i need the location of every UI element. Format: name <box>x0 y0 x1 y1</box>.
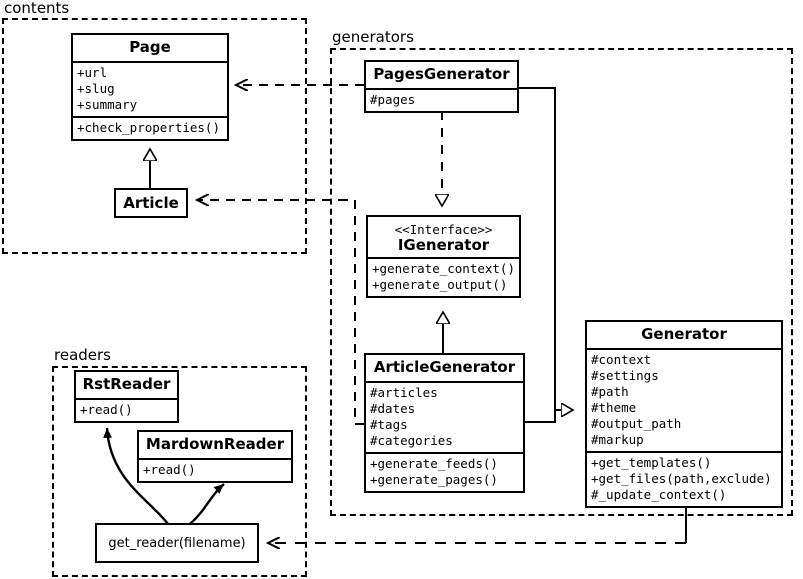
class-title-generator: Generator <box>641 325 727 343</box>
class-methods-article-generator: +generate_feeds() +generate_pages() <box>366 452 523 491</box>
attribute-row: #categories <box>370 433 453 448</box>
method-row: +generate_output() <box>372 277 508 292</box>
method-row: #_update_context() <box>591 487 727 502</box>
class-box-get-reader[interactable]: get_reader(filename) <box>95 523 259 563</box>
class-box-article[interactable]: Article <box>114 188 188 218</box>
class-stereotype-igenerator: <<Interface>> <box>394 222 493 237</box>
class-methods-mardown-reader: +read() <box>139 458 291 481</box>
class-methods-igenerator: +generate_context() +generate_output() <box>368 257 519 296</box>
class-title-mardown-reader: MardownReader <box>145 435 285 453</box>
class-attributes-article-generator: #articles #dates #tags #categories <box>366 381 523 452</box>
class-title-article: Article <box>123 194 179 212</box>
package-contents-label: contents <box>2 0 72 17</box>
class-title-article-generator: ArticleGenerator <box>373 358 516 376</box>
class-box-igenerator[interactable]: <<Interface>> IGenerator +generate_conte… <box>366 215 521 298</box>
package-generators-label: generators <box>330 28 416 46</box>
package-contents <box>2 18 307 254</box>
class-methods-generator: +get_templates() +get_files(path,exclude… <box>587 451 781 506</box>
method-row: +get_files(path,exclude) <box>591 471 772 486</box>
method-row: +get_templates() <box>591 455 712 470</box>
class-name-igenerator: IGenerator <box>397 236 490 254</box>
class-box-pages-generator[interactable]: PagesGenerator #pages <box>364 60 519 113</box>
method-row: +generate_feeds() <box>370 456 498 471</box>
class-title-pages-generator: PagesGenerator <box>373 65 510 83</box>
method-row: +read() <box>143 462 196 477</box>
attribute-row: #pages <box>370 92 416 107</box>
attribute-row: +url <box>77 65 108 80</box>
class-attributes-pages-generator: #pages <box>366 88 517 111</box>
class-attributes-page: +url +slug +summary <box>73 61 227 116</box>
class-box-page[interactable]: Page +url +slug +summary +check_properti… <box>71 33 229 141</box>
class-title-igenerator: <<Interface>> IGenerator <box>368 217 519 257</box>
attribute-row: #articles <box>370 385 438 400</box>
method-row: +read() <box>80 402 133 417</box>
attribute-row: #dates <box>370 401 416 416</box>
class-box-mardown-reader[interactable]: MardownReader +read() <box>137 430 293 483</box>
class-box-article-generator[interactable]: ArticleGenerator #articles #dates #tags … <box>364 353 525 493</box>
class-attributes-generator: #context #settings #path #theme #output_… <box>587 348 781 451</box>
class-box-generator[interactable]: Generator #context #settings #path #them… <box>585 320 783 508</box>
attribute-row: +slug <box>77 81 115 96</box>
class-title-page: Page <box>129 38 171 56</box>
class-methods-page: +check_properties() <box>73 116 227 139</box>
method-row: +generate_context() <box>372 261 515 276</box>
attribute-row: #tags <box>370 417 408 432</box>
attribute-row: #settings <box>591 368 659 383</box>
attribute-row: #context <box>591 352 652 367</box>
package-readers <box>52 366 307 577</box>
class-methods-rst-reader: +read() <box>76 398 177 421</box>
package-generators <box>330 48 793 516</box>
attribute-row: #output_path <box>591 416 682 431</box>
method-row: +check_properties() <box>77 120 220 135</box>
class-title-rst-reader: RstReader <box>82 375 171 393</box>
attribute-row: #path <box>591 384 629 399</box>
class-box-rst-reader[interactable]: RstReader +read() <box>74 370 179 423</box>
attribute-row: #theme <box>591 400 637 415</box>
package-readers-label: readers <box>52 346 113 364</box>
method-row: +generate_pages() <box>370 472 498 487</box>
attribute-row: #markup <box>591 432 644 447</box>
function-label-get-reader: get_reader(filename) <box>108 535 246 551</box>
attribute-row: +summary <box>77 97 138 112</box>
